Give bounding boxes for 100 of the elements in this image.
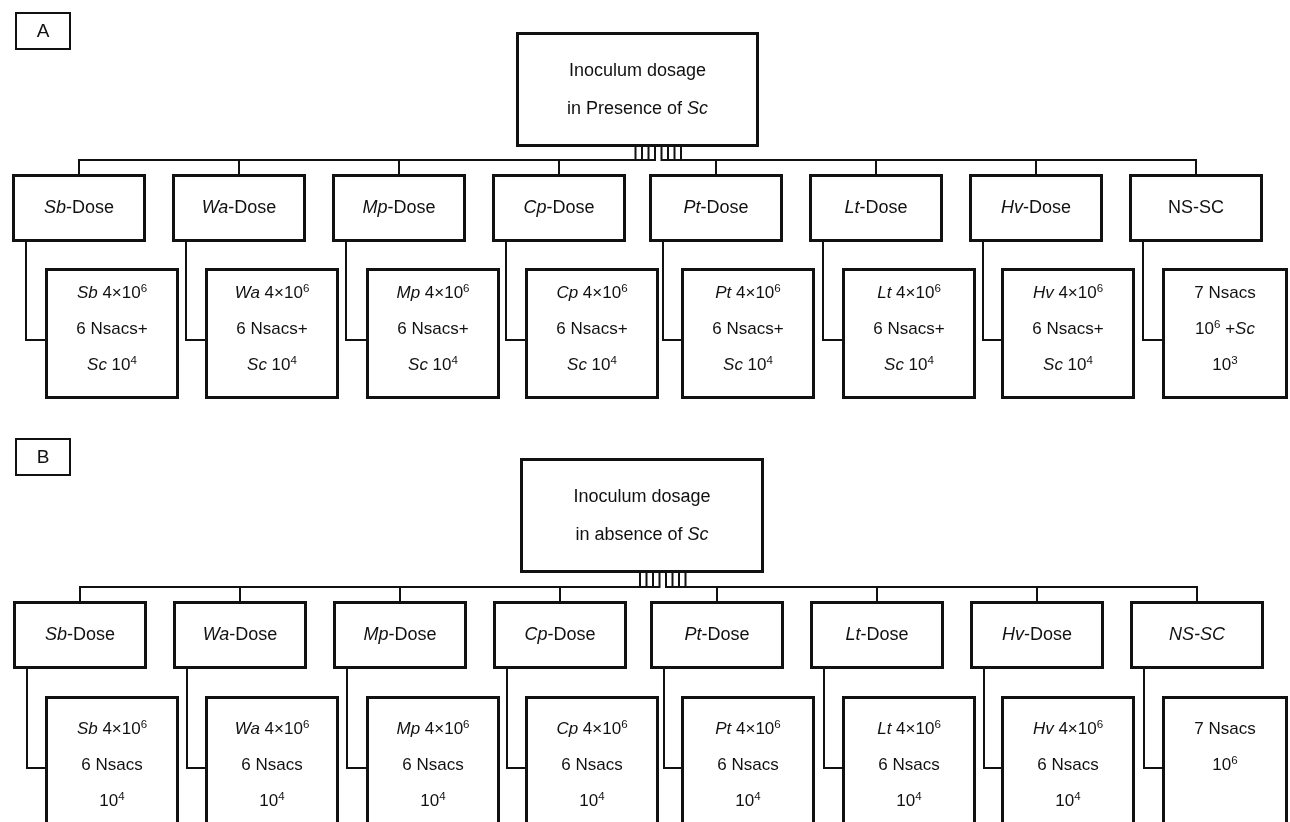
connector-line [663,668,682,769]
box-text: Hv-Dose [1001,197,1071,219]
connector-line [239,572,648,602]
box-text: Cp 4×10$^{6}$ 6 Nsacs 10$^{4}$ [555,716,629,813]
box-text: Sb-Dose [43,197,114,219]
dosage-box [1001,696,1135,822]
box-text: Pt-Dose [683,197,749,219]
dose-box [1130,601,1264,669]
box-text: Wa-Dose [202,624,278,646]
connector-line [671,572,878,602]
connector-line [680,146,1197,175]
dosage-box [525,696,659,822]
connector-line [238,146,643,175]
connector-line [78,146,637,175]
connector-line [186,668,206,769]
box-text: B [36,445,50,469]
dose-box [332,174,466,242]
connector-line [185,241,206,341]
dosage-box [681,268,815,399]
connector-line [665,572,718,602]
dosage-box [525,268,659,399]
connector-line [1143,668,1163,769]
connector-line [558,146,656,175]
dosage-box [205,696,339,822]
root-box [516,32,759,147]
panel-label [15,12,71,50]
connector-line [673,146,1037,175]
dose-box [12,174,146,242]
connector-line [678,572,1038,602]
connector-line [79,572,641,602]
panel-label [15,438,71,476]
dose-box [809,174,943,242]
connector-line [346,668,367,769]
box-text: NS-SC [1169,624,1225,646]
dosage-box [366,696,500,822]
dosage-box [205,268,339,399]
dose-box [649,174,783,242]
box-text: Mp 4×10$^{6}$ 6 Nsacs+ Sc 10$^{4}$ [395,280,471,377]
box-text: Mp 4×10$^{6}$ 6 Nsacs 10$^{4}$ [395,716,471,813]
dosage-box [842,268,976,399]
dose-box [650,601,784,669]
dosage-box [45,268,179,399]
connector-line [26,668,46,769]
dose-box [970,601,1104,669]
box-text: Pt-Dose [684,624,750,646]
box-text: Hv-Dose [1002,624,1072,646]
dose-box [969,174,1103,242]
box-text: NS-SC [1168,197,1224,219]
dosage-box [366,268,500,399]
box-text: Inoculum dosage in Presence of Sc [565,58,710,120]
dose-box [1129,174,1263,242]
connector-line [983,668,1002,769]
root-box [520,458,764,573]
dosage-box [1162,268,1288,399]
box-text: Inoculum dosage in absence of Sc [572,484,712,546]
dosage-box [45,696,179,822]
box-text: Cp-Dose [524,624,596,646]
box-text: Sb-Dose [44,624,115,646]
box-text: Wa 4×10$^{6}$ 6 Nsacs+ Sc 10$^{4}$ [233,280,311,377]
connector-line [662,241,682,341]
box-text: Wa 4×10$^{6}$ 6 Nsacs 10$^{4}$ [233,716,311,813]
box-text: Mp-Dose [362,197,436,219]
dose-box [172,174,306,242]
connector-line [25,241,46,341]
box-text: Lt 4×10$^{6}$ 6 Nsacs+ Sc 10$^{4}$ [872,280,946,377]
dose-box [810,601,944,669]
box-text: Wa-Dose [201,197,277,219]
box-text: Cp-Dose [523,197,595,219]
box-text: Hv 4×10$^{6}$ 6 Nsacs+ Sc 10$^{4}$ [1031,280,1105,377]
box-text: Pt 4×10$^{6}$ 6 Nsacs 10$^{4}$ [714,716,782,813]
connector-line [505,241,526,341]
dosage-box [681,696,815,822]
connector-line [1142,241,1163,341]
connector-line [667,146,877,175]
dose-box [493,601,627,669]
box-text: Lt-Dose [845,624,909,646]
connector-line [660,146,717,175]
connector-line [399,572,654,602]
connector-line [398,146,650,175]
dosage-box [1162,696,1288,822]
dosage-box [1001,268,1135,399]
dosage-box [842,696,976,822]
connector-line [982,241,1002,341]
connector-line [684,572,1198,602]
box-text: Sb 4×10$^{6}$ 6 Nsacs 10$^{4}$ [75,716,149,813]
box-text: A [36,19,50,43]
box-text: Lt-Dose [844,197,908,219]
connector-line [822,241,843,341]
box-text: Lt 4×10$^{6}$ 6 Nsacs 10$^{4}$ [876,716,942,813]
box-text: Mp-Dose [363,624,437,646]
connector-line [345,241,367,341]
box-text: 7 Nsacs 10$^{6}$ [1193,718,1257,777]
box-text: Cp 4×10$^{6}$ 6 Nsacs+ Sc 10$^{4}$ [555,280,629,377]
dose-box [173,601,307,669]
box-text: Hv 4×10$^{6}$ 6 Nsacs 10$^{4}$ [1031,716,1105,813]
connector-line [506,668,526,769]
dose-box [333,601,467,669]
box-text: 7 Nsacs 10$^{6}$ +Sc 10$^{3}$ [1193,282,1257,377]
dose-box [492,174,626,242]
box-text: Sb 4×10$^{6}$ 6 Nsacs+ Sc 10$^{4}$ [75,280,149,377]
